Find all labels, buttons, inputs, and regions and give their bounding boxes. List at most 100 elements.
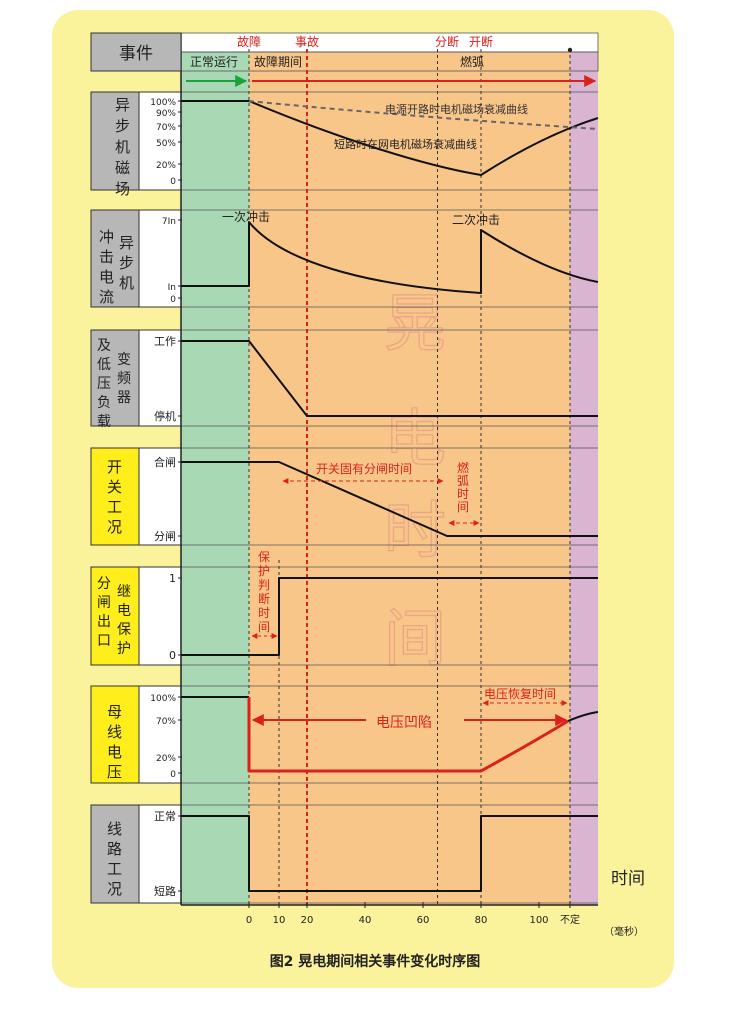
- svg-text:出: 出: [97, 614, 111, 630]
- svg-text:载: 载: [97, 414, 111, 430]
- row4-tick-1: 0: [169, 649, 176, 662]
- svg-text:器: 器: [117, 390, 131, 406]
- time-tick-label-7: 不定: [560, 913, 580, 926]
- row-tick-box-6: [138, 804, 182, 904]
- row-labels: 异 步 机 磁 场 冲 击 电 流 异 步 机 及 低 压 负 载 变 频 器 …: [97, 96, 134, 898]
- svg-text:开: 开: [107, 458, 122, 476]
- svg-text:频: 频: [117, 371, 131, 387]
- row0-tick-4: 20%: [156, 161, 176, 171]
- time-tick-label-6: 100: [529, 915, 548, 926]
- time-tick-label-5: 80: [475, 915, 488, 926]
- curve-switch-state: [181, 461, 598, 537]
- curve-line-condition: [181, 815, 598, 892]
- row0-tick-0: 100%: [150, 98, 176, 108]
- annotation-protection-time: 保护判断时间: [258, 550, 270, 634]
- undetermined-zone: [570, 33, 598, 905]
- curve-short-circuit-decay: [181, 100, 599, 176]
- time-axis-unit: （毫秒）: [604, 925, 644, 938]
- row0-char-2: 步: [115, 117, 130, 135]
- annotation-arc-time: 燃弧时间: [457, 460, 469, 514]
- row1-tick-1: In: [168, 283, 176, 293]
- row-label-switch: 开 关 工 况: [107, 458, 122, 536]
- row-label-box-3: [90, 447, 140, 546]
- row-label-box-1: [90, 209, 140, 308]
- svg-text:冲: 冲: [99, 228, 114, 246]
- row-label-motor-current: 冲 击 电 流 异 步 机: [99, 228, 134, 306]
- svg-text:击: 击: [99, 248, 114, 266]
- svg-text:机: 机: [119, 274, 134, 292]
- time-tick-label-2: 20: [301, 915, 314, 926]
- row-label-line: 线 路 工 况: [107, 820, 122, 898]
- events-row: 事件 故障 事故 分断 开断 正常运行 故障期间 燃弧: [90, 32, 597, 87]
- row6-tick-1: 短路: [154, 884, 176, 898]
- events-header-box: [90, 32, 182, 72]
- curve-open-circuit-decay: [248, 100, 599, 130]
- svg-text:电: 电: [117, 603, 131, 619]
- annotation-second-surge: 二次冲击: [452, 212, 500, 227]
- annotations: 电源开路时电机磁场衰减曲线 短路时在网电机磁场衰减曲线 一次冲击 二次冲击 开关…: [222, 102, 568, 731]
- svg-text:及: 及: [97, 338, 111, 354]
- annotation-first-surge: 一次冲击: [222, 209, 270, 224]
- svg-text:路: 路: [107, 840, 122, 858]
- row-tick-box-0: [138, 91, 182, 191]
- row0-tick-1: 90%: [156, 109, 176, 119]
- row0-char-4: 磁: [115, 159, 130, 177]
- row4-tick-0: 1: [169, 572, 176, 585]
- row0-char-3: 机: [115, 138, 130, 156]
- row0-tick-2: 70%: [156, 123, 176, 133]
- signal-curves: [181, 100, 599, 892]
- svg-text:继: 继: [117, 584, 131, 600]
- row5-tick-2: 20%: [156, 754, 176, 764]
- svg-text:分: 分: [97, 576, 111, 592]
- svg-text:口: 口: [97, 633, 111, 649]
- normal-zone: [181, 33, 249, 905]
- svg-text:关: 关: [107, 478, 122, 496]
- svg-text:护: 护: [117, 641, 131, 657]
- svg-text:母: 母: [107, 703, 122, 721]
- row-tick-box-3: [138, 447, 182, 546]
- row-label-vfd-load: 及 低 压 负 载 变 频 器: [97, 338, 131, 430]
- svg-text:变: 变: [117, 352, 131, 368]
- events-header-label: 事件: [119, 44, 153, 64]
- time-zones: [181, 33, 598, 905]
- row-label-relay: 分 闸 出 口 继 电 保 护: [97, 576, 131, 657]
- curve-vfd-load: [181, 340, 598, 417]
- row-label-motor-field: 异 步 机 磁 场: [115, 96, 130, 198]
- curve-relay-output: [181, 577, 598, 656]
- row-frames: [90, 32, 599, 905]
- event-marker-break: 分断: [435, 34, 459, 49]
- row-label-bus-voltage: 母 线 电 压: [107, 703, 122, 781]
- event-lines: [248, 47, 573, 905]
- svg-text:压: 压: [97, 376, 111, 392]
- row5-tick-3: 0: [170, 770, 176, 780]
- fault-zone: [249, 33, 570, 905]
- svg-text:保: 保: [117, 622, 131, 638]
- row3-tick-1: 分闸: [154, 530, 176, 543]
- annotation-short-circuit-decay: 短路时在网电机磁场衰减曲线: [334, 137, 477, 151]
- annotation-open-circuit-decay: 电源开路时电机磁场衰减曲线: [385, 102, 528, 116]
- row-label-box-6: [90, 804, 140, 904]
- annotation-voltage-recovery: 电压恢复时间: [484, 687, 556, 701]
- row2-tick-0: 工作: [154, 335, 176, 348]
- figure-caption: 图2 晃电期间相关事件变化时序图: [270, 953, 481, 970]
- row-tick-labels: 100%90%70%50%20%07InIn0工作停机合闸分闸10100%70%…: [150, 98, 182, 898]
- row2-tick-1: 停机: [154, 409, 176, 423]
- undetermined-dot: [567, 47, 573, 53]
- row-tick-box-2: [138, 329, 182, 427]
- row-label-box-2: [90, 329, 140, 427]
- row5-tick-0: 100%: [150, 694, 176, 704]
- watermark-char-4: 间: [384, 602, 446, 675]
- svg-text:线: 线: [107, 820, 122, 838]
- time-tick-label-1: 10: [273, 915, 286, 926]
- svg-text:异: 异: [119, 234, 134, 252]
- svg-text:闸: 闸: [97, 595, 111, 611]
- row-label-box-5: [90, 685, 140, 784]
- svg-text:况: 况: [107, 518, 122, 536]
- svg-text:压: 压: [107, 763, 122, 781]
- time-tick-label-3: 40: [359, 915, 372, 926]
- event-marker-fault: 故障: [237, 34, 261, 49]
- svg-text:低: 低: [97, 357, 111, 373]
